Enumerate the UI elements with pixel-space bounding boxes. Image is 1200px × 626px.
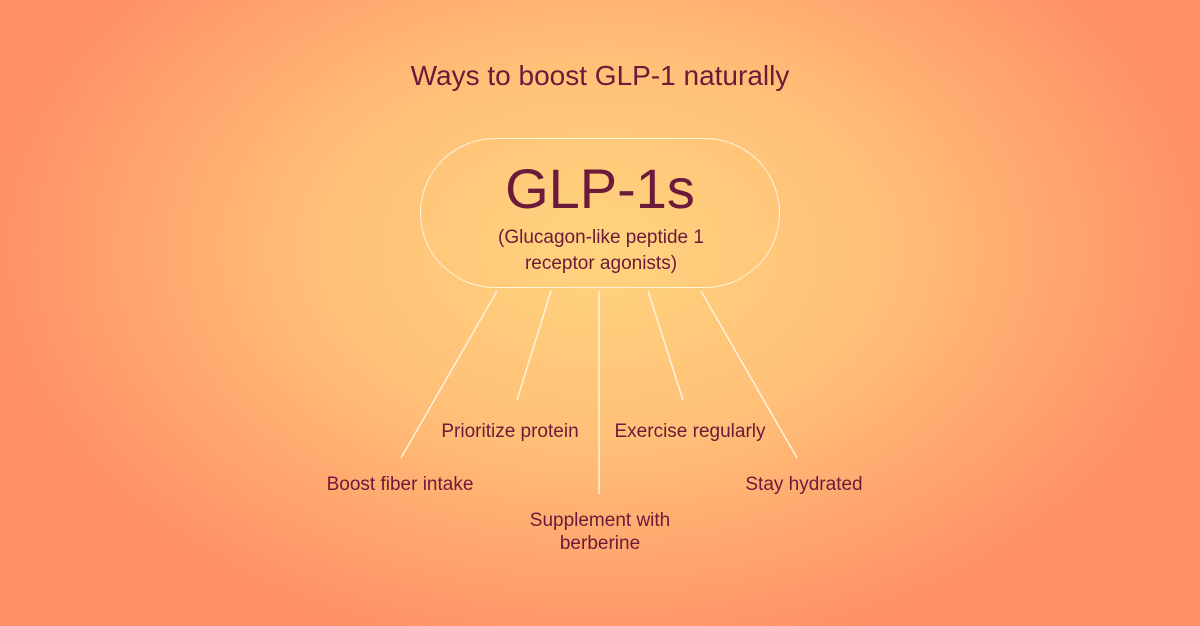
center-heading: GLP-1s <box>505 157 695 220</box>
connector-protein <box>516 290 552 401</box>
branch-berberine: Supplement with berberine <box>529 510 671 554</box>
branch-boost-fiber: Boost fiber intake <box>326 474 474 495</box>
center-subtitle: (Glucagon-like peptide 1 receptor agonis… <box>498 227 704 274</box>
branch-hydrated: Stay hydrated <box>745 474 863 495</box>
branch-exercise: Exercise regularly <box>614 421 766 442</box>
connector-hydrated <box>700 290 798 459</box>
center-node: GLP-1s (Glucagon-like peptide 1 receptor… <box>420 138 780 288</box>
connector-exercise <box>647 290 684 401</box>
page-title: Ways to boost GLP-1 naturally <box>410 60 790 91</box>
branch-prioritize-protein: Prioritize protein <box>441 421 579 442</box>
connector-fiber <box>400 290 498 459</box>
